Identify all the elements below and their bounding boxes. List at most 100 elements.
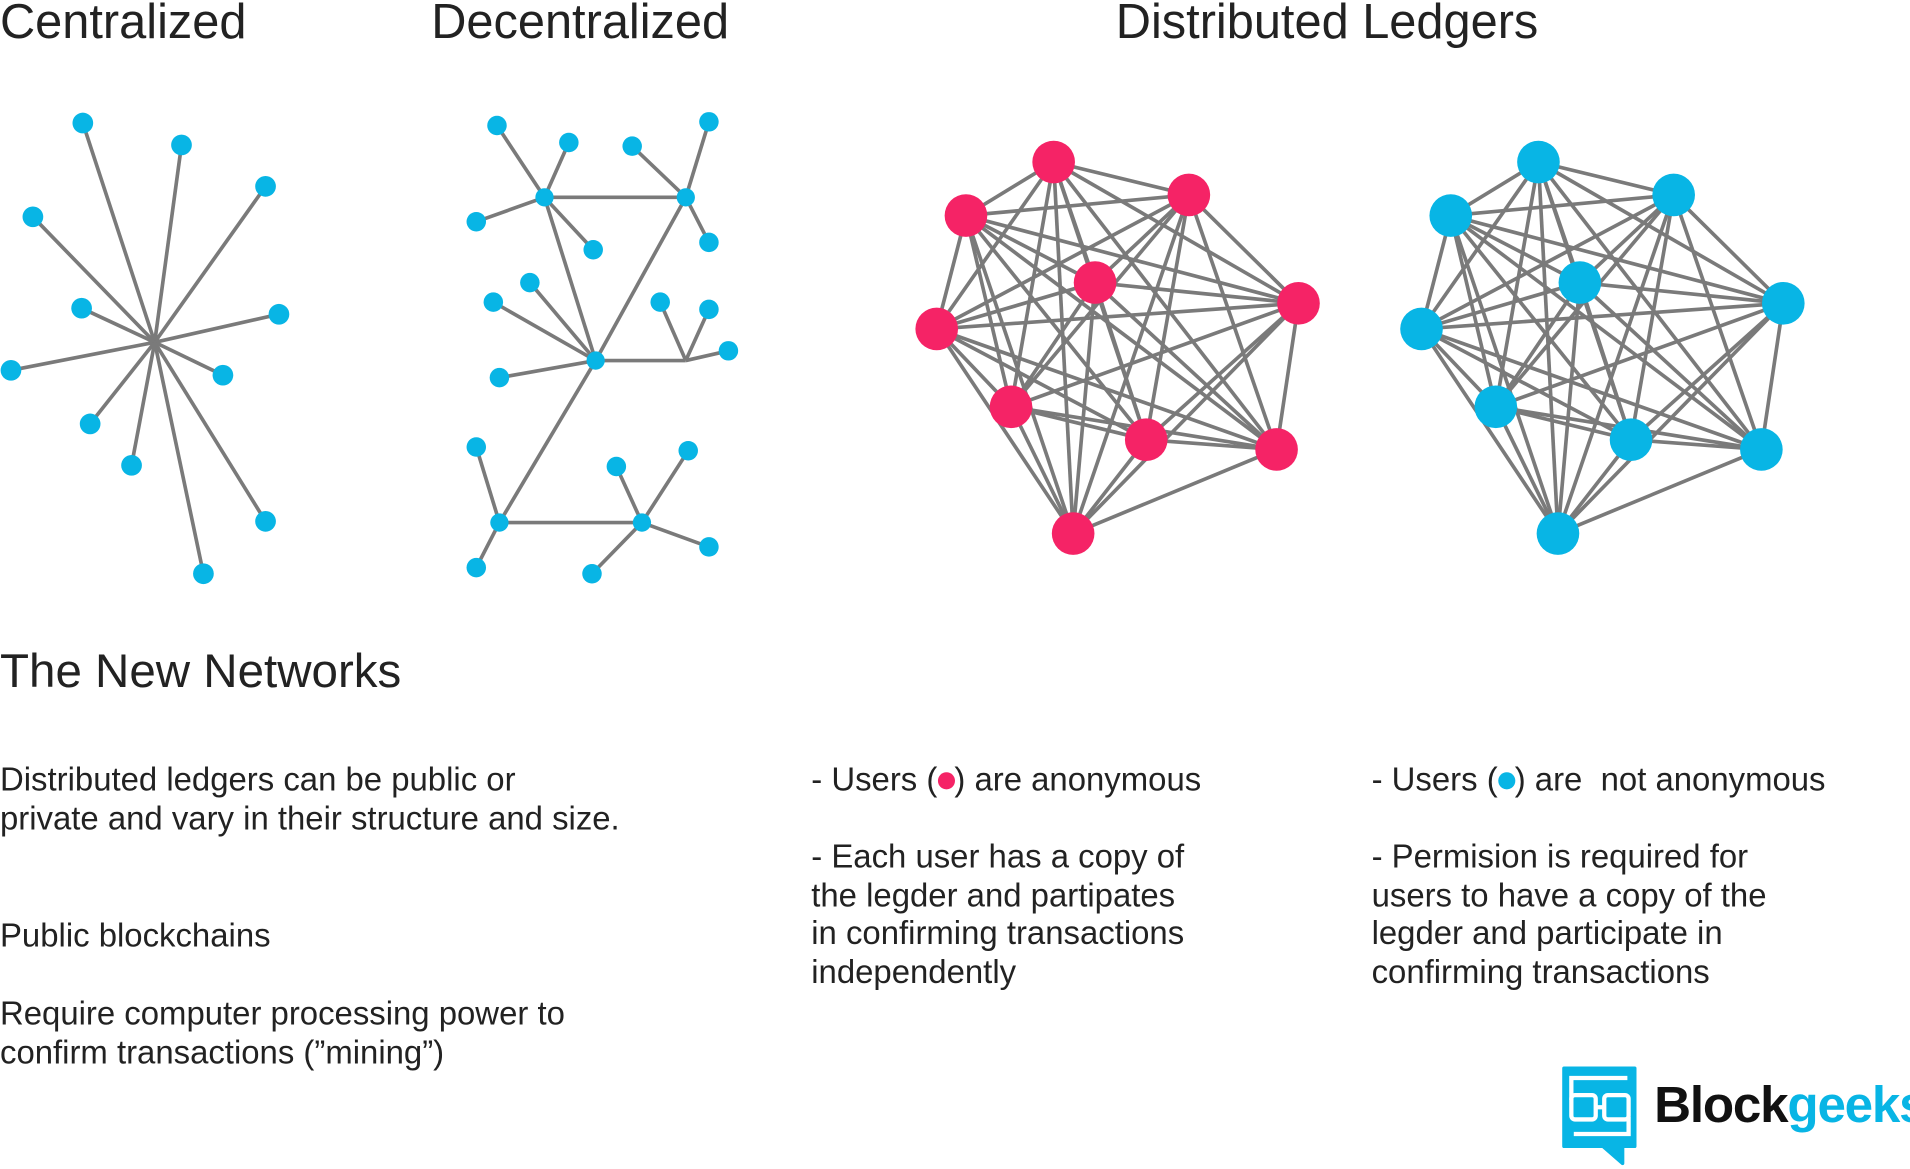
red-user-dot-icon xyxy=(937,772,955,790)
private-ledger-edge xyxy=(1629,301,1785,442)
decentralized-edge xyxy=(497,359,598,524)
centralized-node xyxy=(71,297,92,319)
centralized-node xyxy=(193,563,214,585)
public-ledger-edge xyxy=(1187,194,1279,451)
centralized-edge xyxy=(88,341,157,426)
decentralized-edge xyxy=(542,196,598,362)
private-ledger-node xyxy=(1652,173,1695,217)
public-ledger-edge xyxy=(1009,281,1097,408)
decentralized-edge xyxy=(543,196,595,251)
logo-glasses-icon xyxy=(1562,1066,1637,1166)
public-ledger-edge xyxy=(1072,447,1278,536)
private-ledger-node xyxy=(1558,261,1602,304)
decentralized-edge xyxy=(614,465,644,524)
centralized-edge xyxy=(81,122,157,343)
public-ledger-edge xyxy=(965,213,1299,306)
public-ledger-node xyxy=(1032,140,1075,184)
decentralized-node xyxy=(487,115,507,136)
logo-text-block: Block xyxy=(1654,1075,1788,1133)
decentralized-node xyxy=(490,513,509,532)
private-ledger-node xyxy=(1517,140,1560,184)
decentralized-edge xyxy=(492,300,597,363)
centralized-node xyxy=(212,364,234,386)
private-ledger-edge xyxy=(1494,281,1582,408)
public-text: Require computer processing power to con… xyxy=(0,995,565,1071)
anonymous-pre: - Users ( xyxy=(811,761,938,798)
public-ledger-node xyxy=(944,194,988,237)
decentralized-edge xyxy=(684,121,711,198)
section-title: The New Networks xyxy=(0,645,402,698)
public-ledger-edge xyxy=(964,214,1278,451)
public-ledger-node xyxy=(915,307,959,351)
public-ledger-edge xyxy=(935,327,1075,535)
decentralized-node xyxy=(606,456,627,477)
centralized-edge xyxy=(129,341,157,466)
public-ledger-edge xyxy=(935,160,1056,330)
title-decentralized: Decentralized xyxy=(431,0,730,49)
private-ledger-edge xyxy=(1420,327,1762,452)
decentralized-node xyxy=(699,299,719,320)
private-ledger-edge xyxy=(1494,406,1560,535)
decentralized-node xyxy=(586,351,605,370)
centralized-edge xyxy=(153,185,268,344)
decentralized-node xyxy=(520,272,540,293)
private-ledger-edge xyxy=(1420,193,1675,331)
public-ledger-edge xyxy=(965,213,1096,285)
private-ledger-edge xyxy=(1578,281,1763,451)
private-ledger-node xyxy=(1609,418,1653,462)
permissioned-line: - Users () are not anonymous xyxy=(1372,761,1826,799)
anonymous-post: ) are anonymous xyxy=(954,761,1202,798)
logo-text-geeks: geeks xyxy=(1787,1075,1910,1133)
permissioned-post: ) are not anonymous xyxy=(1514,761,1826,798)
decentralized-node xyxy=(699,112,719,132)
public-ledger-edge xyxy=(1093,282,1148,441)
private-ledger-node xyxy=(1761,281,1805,325)
decentralized-node xyxy=(483,292,504,312)
private-ledger-node xyxy=(1429,194,1473,237)
decentralized-node xyxy=(699,537,719,557)
public-ledger-edge xyxy=(1052,160,1279,451)
decentralized-node xyxy=(582,563,602,584)
centralized-edge xyxy=(154,312,280,345)
public-ledger-edge xyxy=(1274,303,1301,450)
decentralized-node xyxy=(535,188,554,207)
public-ledger-edge xyxy=(964,214,1148,441)
public-heading: Public blockchains xyxy=(0,917,271,954)
centralized-node xyxy=(121,454,142,476)
decentralized-edge xyxy=(630,144,688,199)
decentralized-edge xyxy=(590,521,644,576)
decentralized-edge xyxy=(474,446,502,524)
decentralized-node xyxy=(583,239,603,260)
private-ledger-edge xyxy=(1536,161,1560,534)
public-ledger-edge xyxy=(1093,281,1278,451)
private-ledger-edge xyxy=(1421,301,1784,331)
private-ledger-edge xyxy=(1537,160,1763,451)
public-ledger-node xyxy=(989,385,1033,429)
public-ledger-edge xyxy=(1009,406,1075,535)
decentralized-edge xyxy=(640,449,690,524)
public-ledger-edge xyxy=(1145,301,1300,442)
public-ledger-edge xyxy=(964,215,1013,408)
decentralized-edge xyxy=(528,281,598,362)
private-ledger-edge xyxy=(1495,405,1632,442)
public-ledger-edge xyxy=(1094,280,1299,306)
blue-user-dot-icon xyxy=(1497,772,1515,790)
public-ledger-node xyxy=(1073,261,1117,304)
decentralized-edge xyxy=(594,196,688,362)
private-ledger-edge xyxy=(1759,303,1786,450)
intro-text: Distributed ledgers can be public or pri… xyxy=(0,761,620,837)
centralized-edge xyxy=(152,341,206,575)
decentralized-node xyxy=(466,437,487,457)
centralized-node xyxy=(79,413,101,435)
private-ledger-edge xyxy=(1672,193,1785,305)
private-ledger-edge xyxy=(1448,215,1498,408)
public-ledger-edge xyxy=(1187,193,1300,305)
anonymous-text: - Each user has a copy of the legder and… xyxy=(811,838,1185,990)
blockgeeks-logo: Blockgeeks xyxy=(1559,1063,1910,1167)
private-ledger-edge xyxy=(1420,160,1540,330)
public-ledger-edge xyxy=(936,280,1096,331)
public-ledger-node xyxy=(1277,281,1320,325)
decentralized-edge xyxy=(499,358,596,380)
private-ledger-node xyxy=(1740,428,1783,471)
